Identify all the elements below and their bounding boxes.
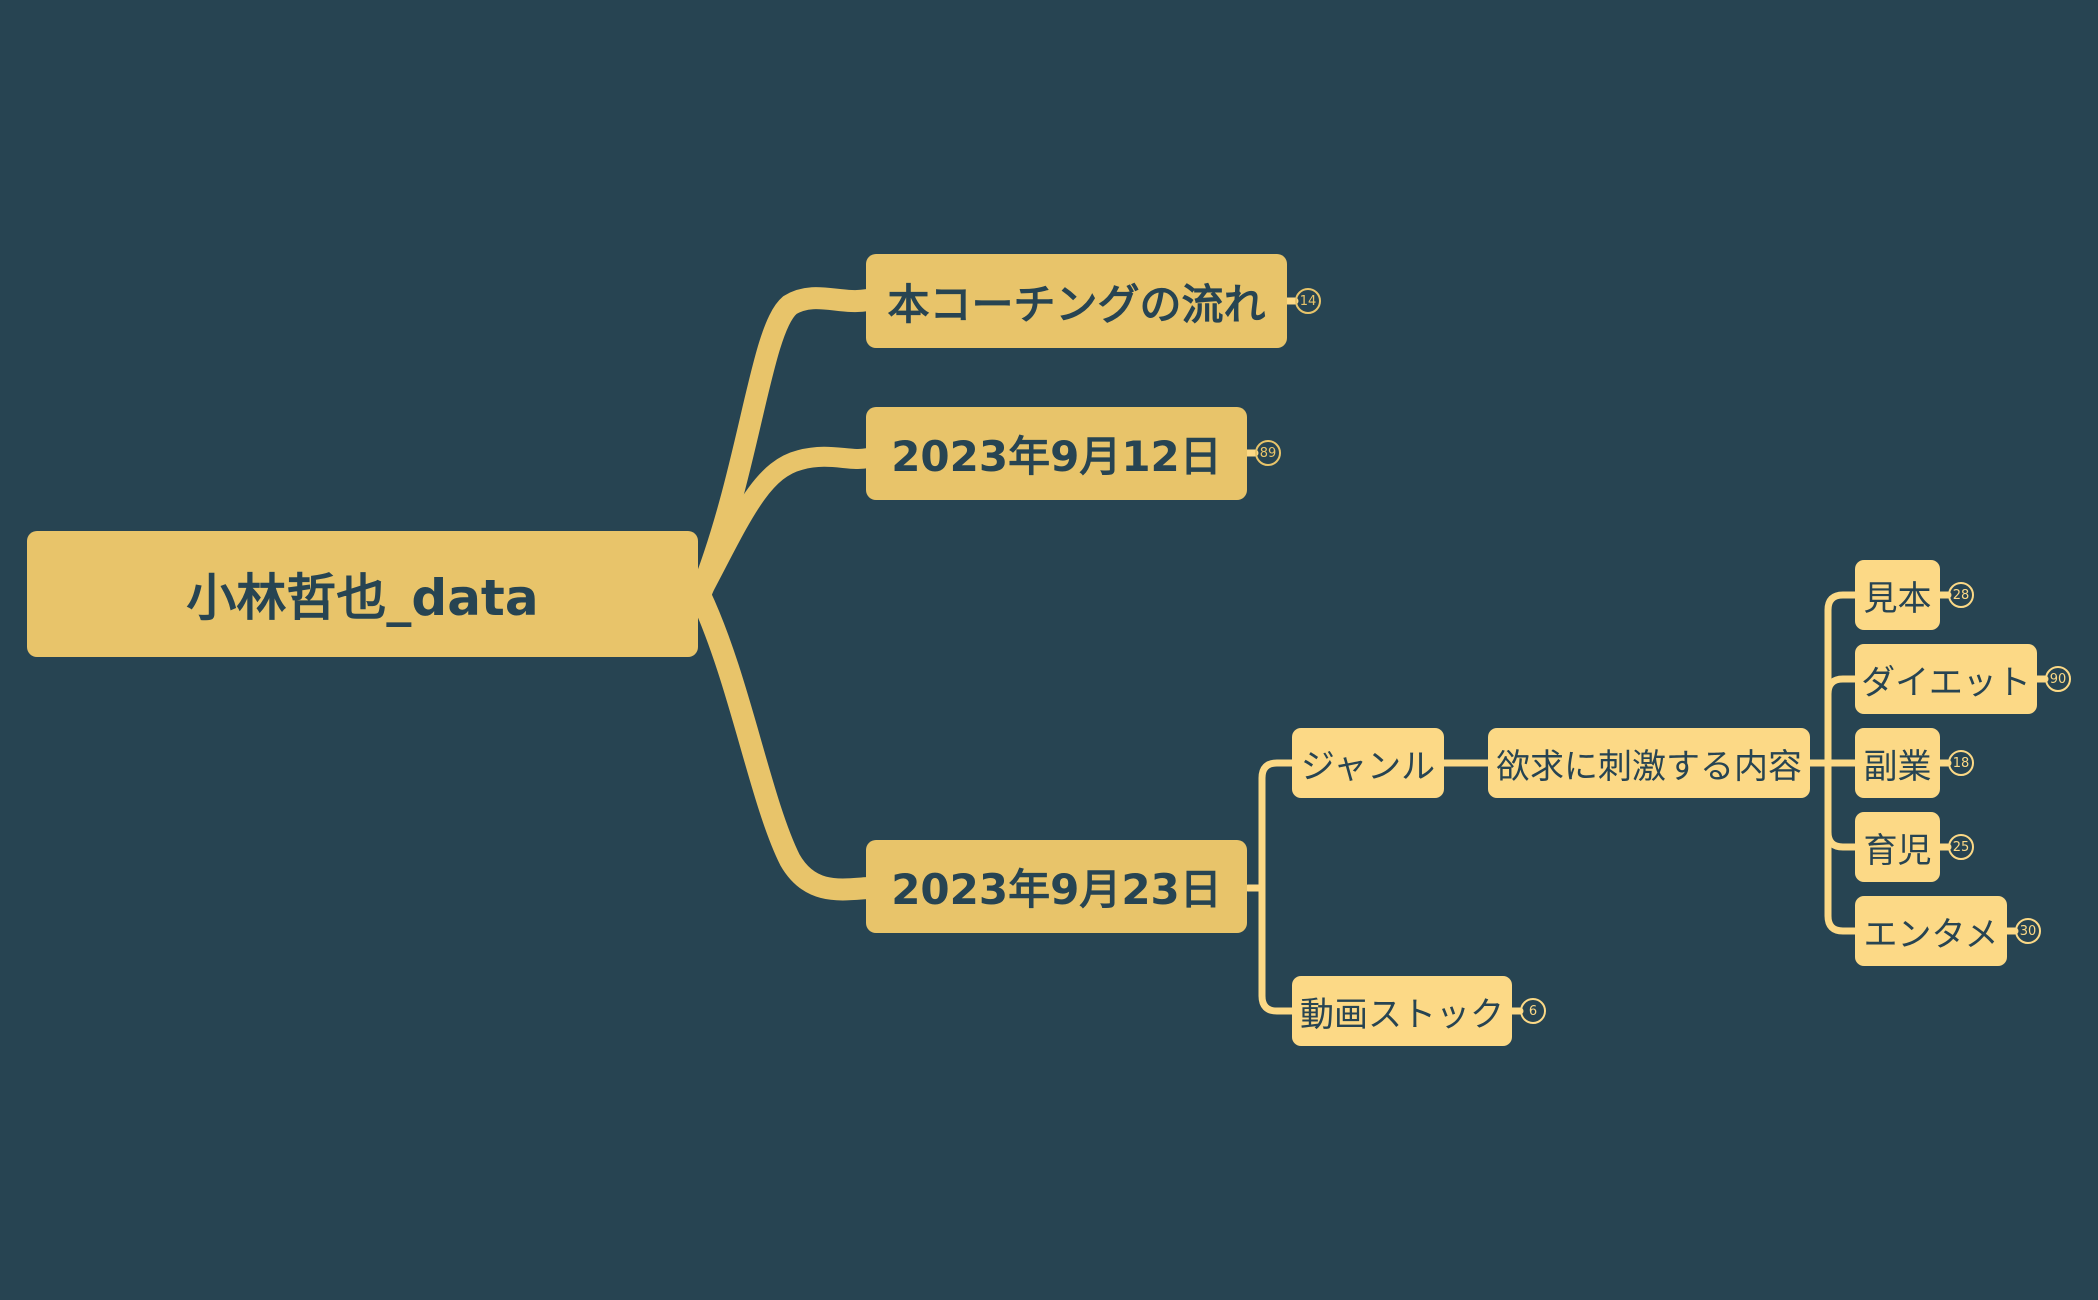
topic-label: 2023年9月23日 <box>891 865 1222 914</box>
count-badge[interactable]: 30 <box>2015 918 2041 944</box>
root-label: 小林哲也_data <box>186 569 539 627</box>
count-badge-value: 28 <box>1952 587 1970 603</box>
connector-date-genre <box>1244 759 1296 892</box>
leaf-label: ダイエット <box>1861 662 2031 703</box>
subtopic-node-video-stock[interactable]: 動画ストック <box>1292 976 1512 1046</box>
leaf-node-childcare[interactable]: 育児 <box>1855 812 1940 882</box>
count-badge[interactable]: 14 <box>1295 288 1321 314</box>
leaf-node-side-job[interactable]: 副業 <box>1855 728 1940 798</box>
count-badge-value: 18 <box>1952 755 1970 771</box>
count-badge[interactable]: 25 <box>1948 834 1974 860</box>
connector-date-stock <box>1258 884 1296 1015</box>
connector-root-topic-3 <box>689 584 879 901</box>
leaf-label: エンタメ <box>1863 914 1999 955</box>
subtopic-node-genre[interactable]: ジャンル <box>1292 728 1444 798</box>
count-badge-value: 6 <box>1528 1003 1538 1019</box>
count-badge[interactable]: 18 <box>1948 750 1974 776</box>
count-badge-value: 90 <box>2049 671 2067 687</box>
connector-desire-ent <box>1824 759 1859 935</box>
topic-label: 2023年9月12日 <box>891 432 1222 481</box>
leaf-label: 見本 <box>1863 578 1932 619</box>
topic-node-coaching-flow[interactable]: 本コーチングの流れ <box>866 254 1287 348</box>
subtopic-node-desire-content[interactable]: 欲求に刺激する内容 <box>1488 728 1810 798</box>
topic-label: 本コーチングの流れ <box>887 279 1266 329</box>
connector-desire-diet <box>1824 675 1859 767</box>
topic-node-date-0923[interactable]: 2023年9月23日 <box>866 840 1247 933</box>
leaf-node-sample[interactable]: 見本 <box>1855 560 1940 630</box>
leaf-node-diet[interactable]: ダイエット <box>1855 644 2037 714</box>
count-badge-value: 14 <box>1299 293 1317 309</box>
topic-node-date-0912[interactable]: 2023年9月12日 <box>866 407 1247 500</box>
count-badge[interactable]: 89 <box>1255 440 1281 466</box>
count-badge[interactable]: 6 <box>1520 998 1546 1024</box>
leaf-label: 副業 <box>1863 746 1932 787</box>
leaf-label: 育児 <box>1863 830 1932 871</box>
count-badge-value: 89 <box>1259 445 1277 461</box>
connector-root-topic-2 <box>690 446 878 605</box>
count-badge[interactable]: 90 <box>2045 666 2071 692</box>
leaf-node-entertainment[interactable]: エンタメ <box>1855 896 2007 966</box>
connector-desire-sample <box>1824 591 1859 767</box>
mindmap-root-node[interactable]: 小林哲也_data <box>27 531 698 657</box>
count-badge-value: 25 <box>1952 839 1970 855</box>
connector-desire-child <box>1824 759 1859 851</box>
count-badge-value: 30 <box>2019 923 2037 939</box>
count-badge[interactable]: 28 <box>1948 582 1974 608</box>
subtopic-label: 欲求に刺激する内容 <box>1496 746 1802 787</box>
subtopic-label: ジャンル <box>1300 746 1436 787</box>
subtopic-label: 動画ストック <box>1300 994 1504 1035</box>
connector-root-topic-1 <box>689 287 879 606</box>
